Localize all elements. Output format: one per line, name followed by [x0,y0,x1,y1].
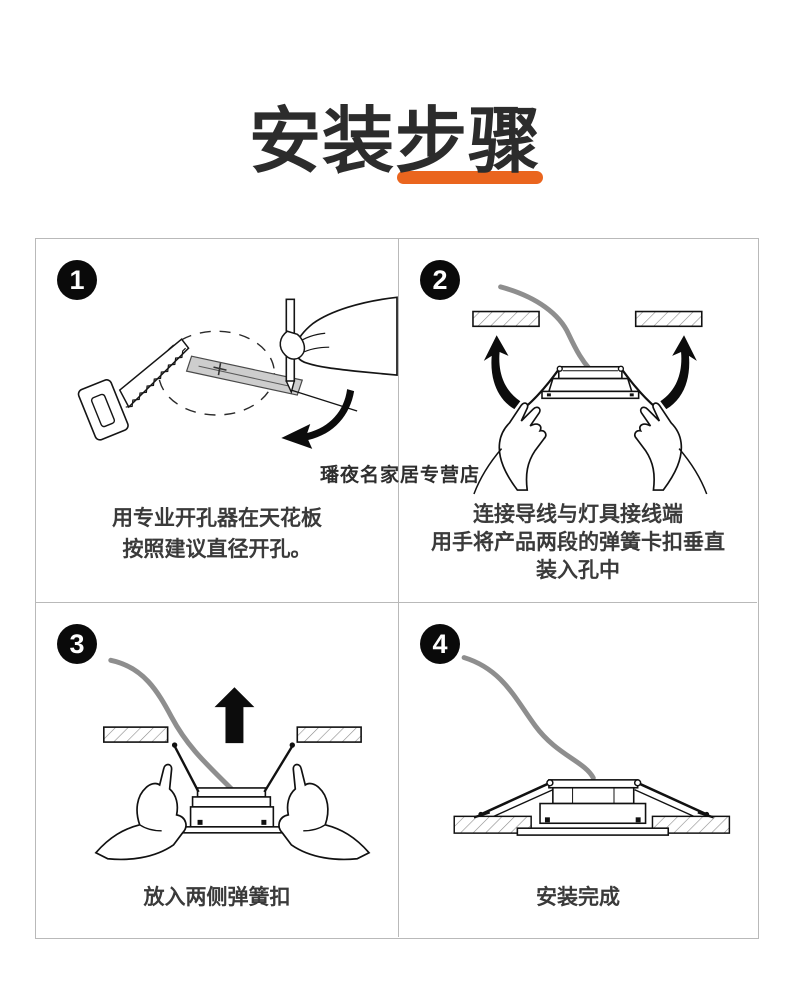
step3-caption: 放入两侧弹簧扣 [36,883,398,913]
spring-clip-left [171,742,200,793]
caption-line: 安装完成 [536,886,620,909]
caption-line: 连接导线与灯具接线端 [473,503,683,526]
ceiling-right [651,815,731,834]
step-number-badge: 2 [420,260,460,300]
step1-caption: 用专业开孔器在天花板 按照建议直径开孔。 [36,503,398,565]
installation-steps-grid: 1 [35,238,759,939]
ceiling-right [634,310,703,328]
arrow-up-left-icon [483,335,521,410]
step3-illustration [94,657,371,861]
downlight-fixture [541,365,640,400]
ceiling-right [296,726,362,743]
curved-arrow-icon [281,389,355,449]
step-panel-3: 3 [36,603,399,937]
step2-caption: 连接导线与灯具接线端 用手将产品两段的弹簧卡扣垂直 装入孔中 [399,501,757,585]
page-title: 安装步骤 [248,102,541,182]
hand-right [634,402,708,495]
wire [108,657,234,792]
marking-template [185,355,304,396]
arrow-up-right-icon [660,335,697,410]
title-accent-underline [397,171,543,184]
step-panel-2: 2 [399,239,757,603]
spring-clip-left-spread [473,782,554,819]
ceiling-left [103,726,169,743]
caption-line: 按照建议直径开孔。 [122,538,312,561]
step4-illustration [453,655,731,836]
step2-illustration [472,284,708,495]
caption-line: 用专业开孔器在天花板 [112,507,322,530]
wire [461,655,596,781]
hand-left [94,763,187,861]
hand-left [473,402,547,495]
store-watermark: 璠夜名家居专营店 [320,465,481,486]
hand-saw-icon [77,338,190,441]
caption-line: 装入孔中 [536,559,620,582]
spring-clip-right-spread [634,782,714,819]
step-panel-4: 4 [399,603,757,937]
cutout-dashed-circle [157,330,276,416]
big-up-arrow-icon [214,687,255,744]
wire [498,284,592,372]
step-panel-1: 1 [36,239,399,603]
downlight-fixture [516,779,670,836]
caption-line: 用手将产品两段的弹簧卡扣垂直 [431,531,725,554]
hand-holding-pen [279,296,398,377]
step1-illustration [77,296,398,449]
step4-caption: 安装完成 [399,883,757,913]
ceiling-left [453,815,532,834]
downlight-fixture [172,787,292,834]
step-number-badge: 3 [57,624,97,664]
step-number-badge: 4 [420,624,460,664]
ceiling-left [472,310,540,328]
caption-line: 放入两侧弹簧扣 [143,886,291,909]
hand-right [278,763,371,861]
spring-clip-right [263,742,295,793]
step-number-badge: 1 [57,260,97,300]
